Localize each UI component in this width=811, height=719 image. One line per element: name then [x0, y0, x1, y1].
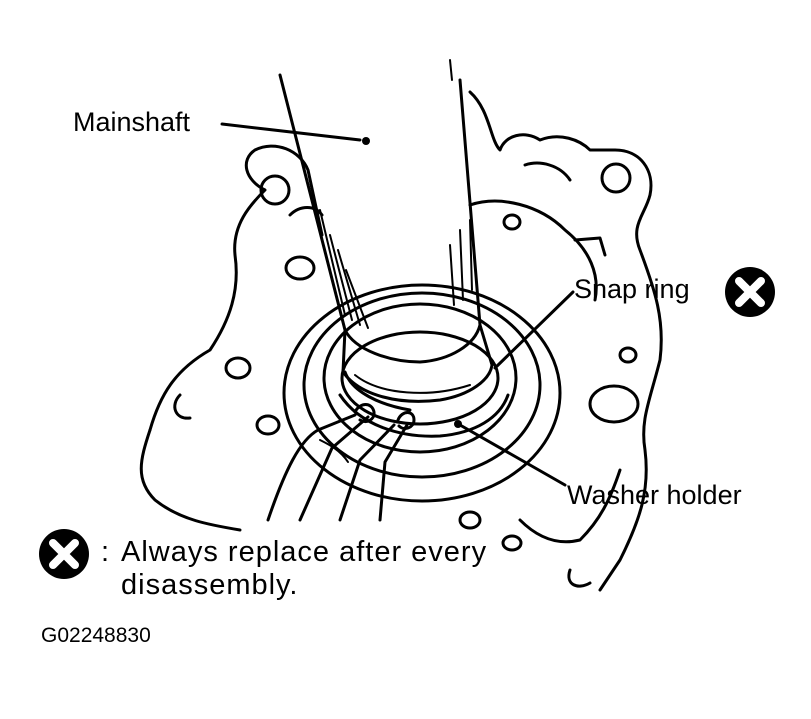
mainshaft-label: Mainshaft [73, 107, 191, 137]
washer-holder-label: Washer holder [567, 480, 742, 510]
snap-ring-pliers [266, 413, 357, 522]
bolt-hole [259, 174, 291, 206]
bolt-hole [588, 384, 640, 424]
snap-ring [340, 330, 500, 426]
bearing-outer-ring [282, 283, 562, 503]
circle-x-icon [725, 267, 775, 317]
mainshaft [278, 73, 482, 364]
washer-holder-leader [458, 423, 567, 487]
note-colon: : [101, 536, 111, 568]
case-outline [148, 144, 324, 432]
bolt-hole [600, 162, 632, 194]
note-line-2: disassembly. [121, 569, 299, 601]
circle-x-icon [39, 529, 89, 579]
mainshaft-leader [220, 122, 362, 142]
snap-ring-label: Snap ring [574, 274, 690, 304]
figure-code: G02248830 [41, 624, 151, 647]
snap-ring-leader [493, 290, 575, 370]
note-line-1: Always replace after every [121, 536, 488, 568]
